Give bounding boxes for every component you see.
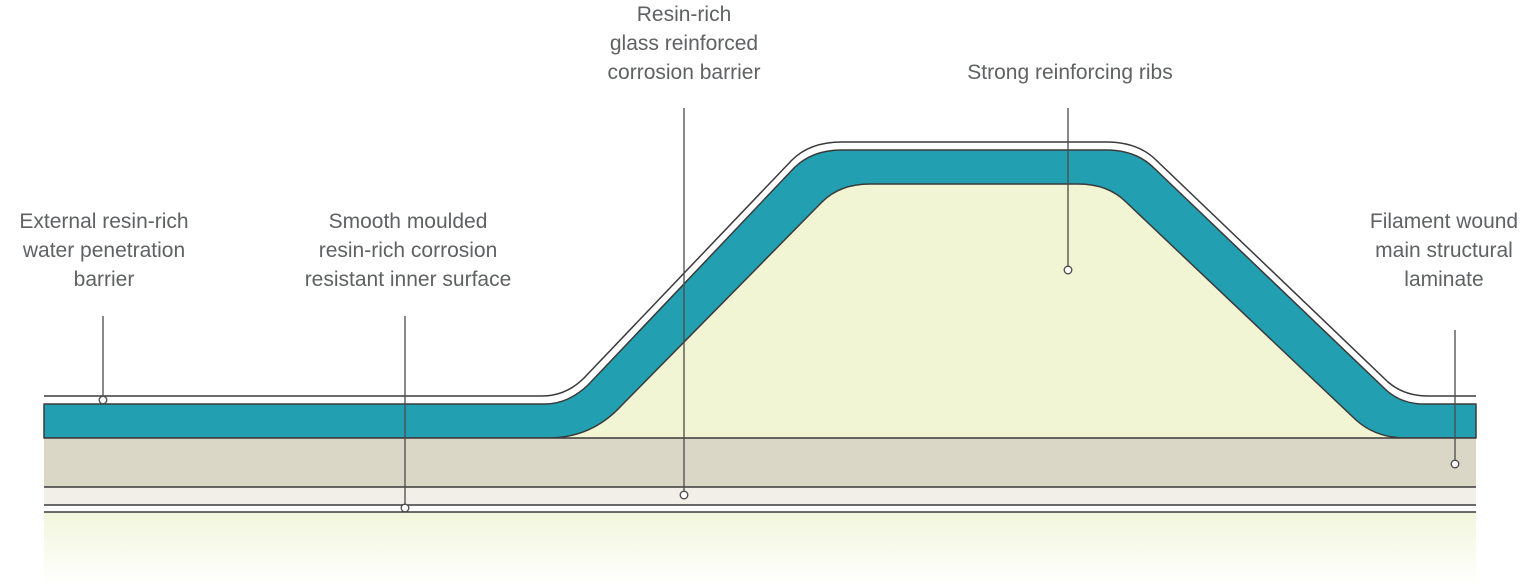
label-filament-laminate: Filament wound main structural laminate [1352, 207, 1536, 294]
label-external-line-1: External resin-rich [19, 210, 189, 233]
label-external-line-2: water penetration [22, 239, 186, 262]
leader-dot-filament [1450, 459, 1460, 469]
leader-dot-ribs [1063, 265, 1073, 275]
label-corrosion-barrier: Resin-rich glass reinforced corrosion ba… [584, 0, 784, 87]
label-corrosion-barrier-line-2: glass reinforced [609, 32, 759, 55]
label-ribs-line-1: Strong reinforcing ribs [967, 61, 1173, 84]
label-reinforcing-ribs: Strong reinforcing ribs [938, 58, 1202, 87]
leader-dot-inner-surface [400, 503, 410, 513]
outer-skin-line [44, 141, 1476, 397]
label-filament-line-2: main structural [1375, 239, 1513, 262]
label-inner-surface-line-3: resistant inner surface [304, 268, 512, 291]
label-external-line-3: barrier [73, 268, 135, 291]
label-external-barrier: External resin-rich water penetration ba… [4, 207, 204, 294]
main-laminate-band [44, 438, 1476, 487]
leader-dot-external [98, 395, 108, 405]
corrosion-barrier-band [44, 487, 1476, 505]
label-filament-line-3: laminate [1404, 268, 1484, 291]
label-inner-surface-line-2: resin-rich corrosion [318, 239, 498, 262]
label-inner-surface-line-1: Smooth moulded [328, 210, 488, 233]
leader-dot-corrosion-barrier [679, 490, 689, 500]
label-filament-line-1: Filament wound [1369, 210, 1519, 233]
label-corrosion-barrier-line-3: corrosion barrier [607, 61, 761, 84]
rib-core [548, 184, 1406, 438]
label-inner-surface: Smooth moulded resin-rich corrosion resi… [275, 207, 541, 294]
label-corrosion-barrier-line-1: Resin-rich [636, 3, 732, 26]
inner-bore-glow [44, 512, 1476, 588]
